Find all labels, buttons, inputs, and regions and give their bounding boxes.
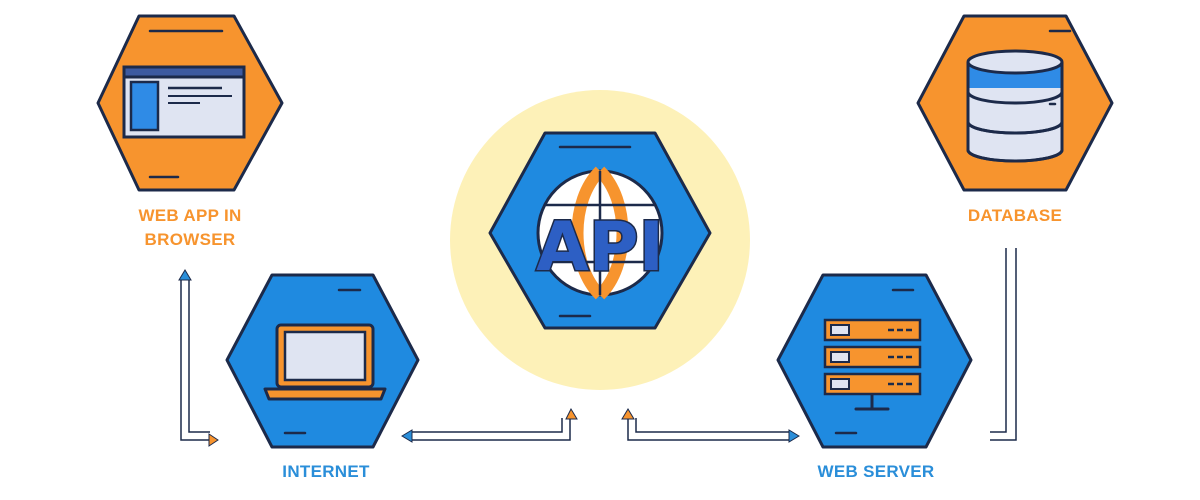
api-title: API: [536, 208, 664, 287]
api-node: API: [488, 131, 712, 330]
internet-label: INTERNET: [282, 462, 370, 481]
web-app-label-line1: WEB APP IN: [138, 206, 242, 225]
server-rack-icon: [823, 318, 922, 411]
database-label: DATABASE: [967, 206, 1063, 225]
arrow-internet-to-api: [401, 407, 578, 443]
internet-node: [225, 273, 420, 449]
line-database-to-server: [990, 248, 1017, 441]
web-app-label: WEB APP IN BROWSER: [110, 204, 270, 252]
database-icon: [966, 49, 1064, 163]
globe-icon: [536, 166, 664, 300]
web-server-label: WEB SERVER: [817, 462, 935, 481]
arrow-api-to-server: [621, 408, 800, 443]
web-app-node: [96, 14, 284, 192]
browser-window-icon: [122, 65, 246, 139]
laptop-icon: [263, 323, 387, 401]
web-server-node: [776, 273, 973, 449]
web-app-label-line2: BROWSER: [144, 230, 236, 249]
arrow-browser-to-internet: [178, 269, 219, 447]
database-node: [916, 14, 1114, 192]
